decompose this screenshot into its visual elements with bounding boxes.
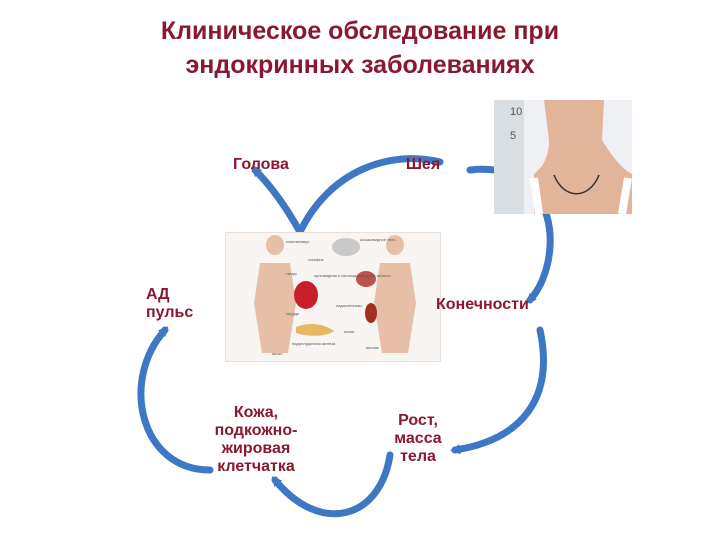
title-line-2: эндокринных заболеваниях: [185, 51, 535, 79]
label-bp-pulse: АД пульс: [146, 286, 216, 322]
endocrine-glands-image: гипоталамус шишковидное тело гипофиз щит…: [225, 232, 441, 362]
arrow-to-head: [251, 166, 304, 236]
label-bp-line: АД: [146, 286, 170, 303]
label-skin-line-3: жировая: [221, 440, 291, 457]
body-figures: [254, 235, 416, 353]
label-skin-line-1: Кожа,: [233, 404, 279, 421]
gland-label: шишковидное тело: [360, 237, 396, 242]
neck-illustration: [530, 100, 632, 214]
gland-label: яичко: [272, 351, 283, 356]
arrow-limbs-growth: [450, 326, 547, 455]
ruler-mark-5: 5: [510, 130, 517, 142]
label-skin: Кожа, подкожно- жировая клетчатка: [196, 404, 316, 476]
neck-photo: 5 10: [494, 100, 632, 214]
arrow-skin-bp: [137, 326, 214, 474]
gland-label: гипоталамус: [286, 239, 310, 244]
label-limbs: Конечности: [436, 296, 529, 313]
arrow-head-neck: [296, 155, 444, 236]
label-growth-line-1: Рост,: [398, 412, 438, 429]
gland-label: яичник: [366, 345, 379, 350]
label-skin-line-2: подкожно-: [214, 422, 298, 439]
arrow-growth-skin: [271, 451, 394, 518]
gland-label: сердце: [286, 311, 300, 316]
slide-title: Клиническое обследование при эндокринных…: [0, 14, 720, 82]
gland-label: гипофиз: [308, 257, 324, 262]
label-growth-line-3: тела: [400, 448, 436, 465]
gland-label: щитовидная и околощитовидные железы: [314, 273, 391, 278]
label-growth-line-2: масса: [394, 430, 442, 447]
label-growth-weight: Рост, масса тела: [380, 412, 456, 466]
title-line-1: Клиническое обследование при: [160, 17, 560, 45]
label-head: Голова: [233, 156, 289, 173]
label-pulse-line: пульс: [146, 304, 194, 321]
ruler-mark-10: 10: [510, 106, 523, 118]
gland-label: почки: [344, 329, 355, 334]
gland-label: тимус: [286, 271, 297, 276]
label-neck: Шея: [405, 156, 441, 173]
gland-label: надпочечники: [336, 303, 362, 308]
ruler: 5 10: [494, 100, 524, 214]
gland-label: поджелудочная железа: [292, 341, 336, 346]
label-skin-line-4: клетчатка: [217, 458, 295, 475]
